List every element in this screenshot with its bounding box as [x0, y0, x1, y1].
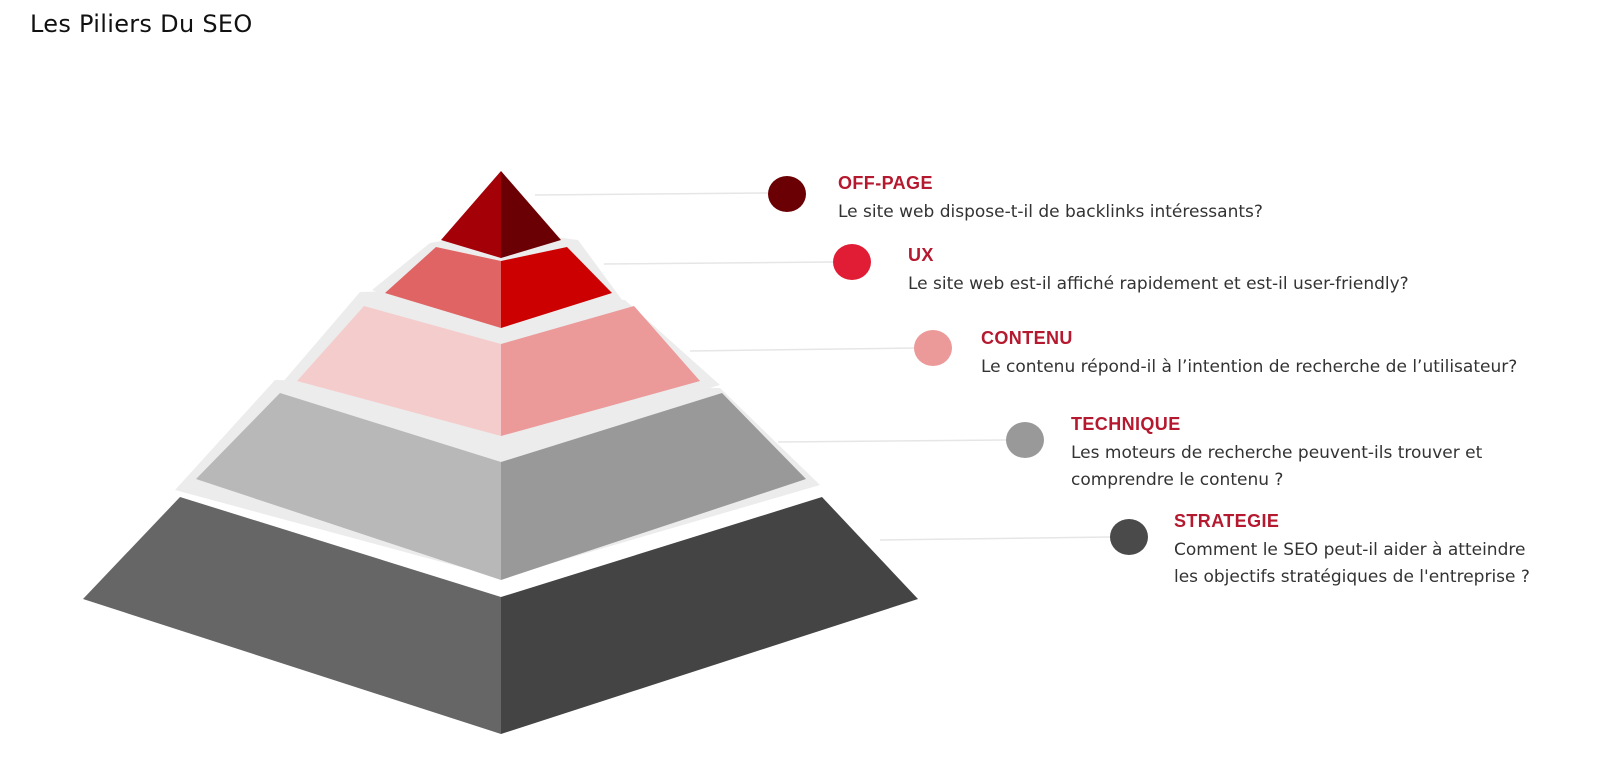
pyramid-tier-off-page-right [501, 171, 561, 258]
pillar-dot-strategie [1110, 518, 1148, 556]
pillar-off-page: OFF-PAGE Le site web dispose-t-il de bac… [838, 172, 1558, 226]
pillar-dot-off-page [768, 175, 806, 213]
pillar-description: Le site web dispose-t-il de backlinks in… [838, 199, 1558, 226]
pillar-description-line: Le site web est-il affiché rapidement et… [908, 274, 1409, 294]
connector-line-technique [777, 439, 1007, 443]
pyramid-tier-ux-left [385, 247, 501, 328]
pillar-description: Les moteurs de recherche peuvent-ils tro… [1071, 440, 1541, 494]
pyramid-tier-technique-right [501, 393, 806, 580]
connector-line-ux [603, 261, 834, 265]
pillar-label: UX [908, 245, 934, 265]
pillar-contenu: CONTENU Le contenu répond-il à l’intenti… [981, 327, 1591, 381]
connector-line-contenu [689, 347, 915, 352]
pyramid-tier-strategie-right [501, 497, 918, 734]
pyramid-tier-strategie-left [83, 497, 501, 734]
pillar-description: Le site web est-il affiché rapidement et… [908, 271, 1588, 298]
pillar-description-line: Le site web dispose-t-il de backlinks in… [838, 202, 1263, 222]
pillar-description-line: Les moteurs de recherche peuvent-ils tro… [1071, 443, 1483, 463]
pillar-label: STRATEGIE [1174, 511, 1280, 531]
pillar-ux: UX Le site web est-il affiché rapidement… [908, 244, 1588, 298]
pyramid-tier-off-page-left [441, 171, 501, 258]
pillar-label: TECHNIQUE [1071, 414, 1181, 434]
pillar-dot-ux [833, 243, 871, 281]
pyramid-tier-contenu-left [297, 306, 501, 436]
pillar-description: Le contenu répond-il à l’intention de re… [981, 354, 1591, 381]
connector-line-off-page [534, 192, 769, 196]
pillar-description: Comment le SEO peut-il aider à atteindre… [1174, 537, 1594, 591]
pillar-description-line: Le contenu répond-il à l’intention de re… [981, 357, 1518, 377]
pyramid-tier-contenu-right [501, 306, 700, 436]
pillar-technique: TECHNIQUE Les moteurs de recherche peuve… [1071, 413, 1541, 494]
pyramid-tier-ux-right [501, 247, 612, 328]
pillar-strategie: STRATEGIE Comment le SEO peut-il aider à… [1174, 510, 1594, 591]
connector-line-strategie [879, 536, 1111, 541]
pillar-label: CONTENU [981, 328, 1073, 348]
pillar-dot-technique [1006, 421, 1044, 459]
pillar-description-line: Comment le SEO peut-il aider à atteindre [1174, 540, 1526, 560]
pillar-description-line: comprendre le contenu ? [1071, 470, 1284, 490]
pillar-description-line: les objectifs stratégiques de l'entrepri… [1174, 567, 1530, 587]
pyramid-tier-technique-left [196, 393, 501, 580]
pillar-dot-contenu [914, 329, 952, 367]
page-title: Les Piliers Du SEO [30, 10, 253, 38]
pillar-label: OFF-PAGE [838, 173, 933, 193]
